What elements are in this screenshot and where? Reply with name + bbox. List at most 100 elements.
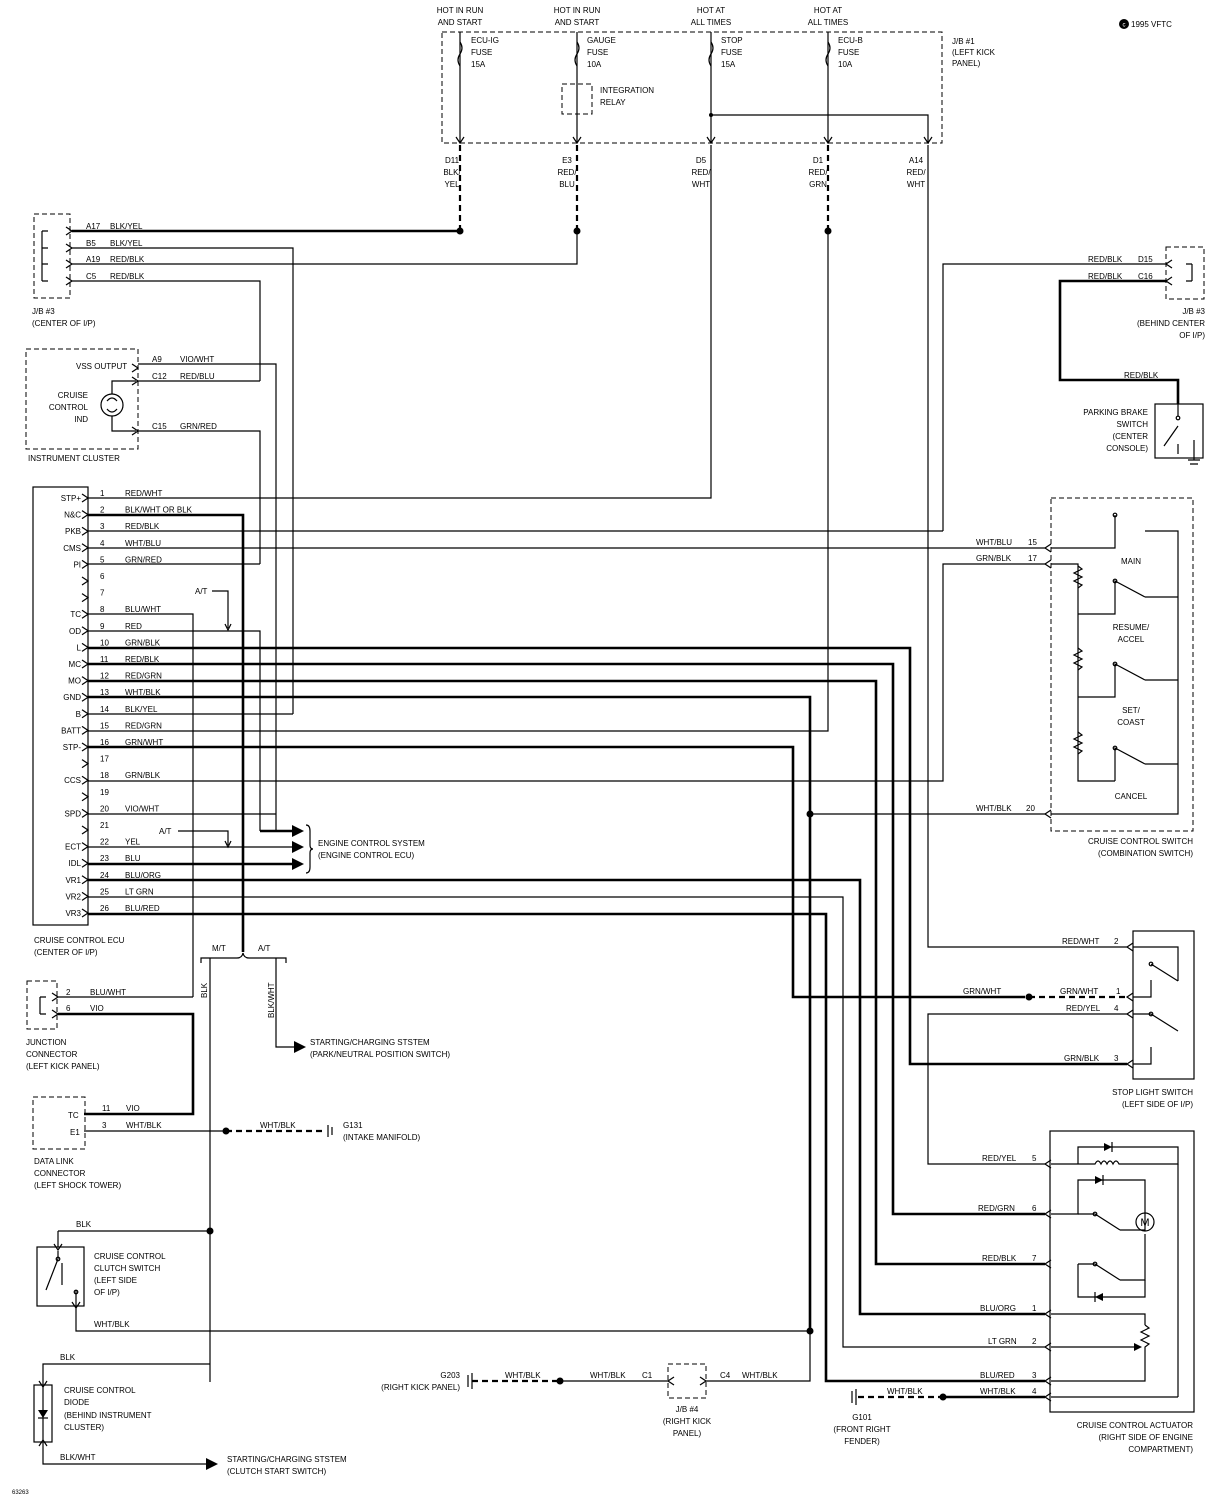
svg-text:AND START: AND START [555, 18, 600, 27]
svg-text:1995 VFTC: 1995 VFTC [1131, 20, 1172, 29]
svg-text:RED/GRN: RED/GRN [978, 1204, 1015, 1213]
ecu-terminal-name: N&C [64, 511, 81, 520]
ecu-wire-color: RED/BLK [125, 655, 160, 664]
svg-text:(PARK/NEUTRAL POSITION SWITCH): (PARK/NEUTRAL POSITION SWITCH) [310, 1050, 450, 1059]
svg-text:WHT/BLK: WHT/BLK [94, 1320, 130, 1329]
engine-control-system: ENGINE CONTROL SYSTEM (ENGINE CONTROL EC… [260, 824, 425, 874]
svg-text:BLK/YEL: BLK/YEL [110, 222, 143, 231]
svg-text:E3: E3 [562, 156, 572, 165]
svg-text:J/B #3: J/B #3 [1182, 307, 1205, 316]
svg-text:SET/: SET/ [1122, 706, 1141, 715]
svg-text:FENDER): FENDER) [844, 1437, 880, 1446]
g101-ground: WHT/BLK G101 (FRONT RIGHT FENDER) [833, 1387, 1045, 1446]
svg-text:STOP: STOP [721, 36, 743, 45]
fuse-ecu-b: HOT AT ALL TIMES ECU-B FUSE 10A [808, 6, 863, 145]
ecu-wire-color: RED [125, 622, 142, 631]
svg-text:VIO/WHT: VIO/WHT [180, 355, 214, 364]
ecu-terminal-pin: 9 [100, 622, 105, 631]
svg-text:6: 6 [1032, 1204, 1037, 1213]
ecu-wire-color: YEL [125, 838, 141, 847]
svg-text:BLK/WHT: BLK/WHT [267, 982, 276, 1018]
ecu-terminal-pin: 10 [100, 638, 109, 647]
svg-text:4: 4 [1032, 1387, 1037, 1396]
svg-text:1: 1 [1116, 987, 1121, 996]
svg-text:CRUISE CONTROL ECU: CRUISE CONTROL ECU [34, 936, 125, 945]
svg-text:J/B #4: J/B #4 [676, 1405, 699, 1414]
g131-ground: WHT/BLK G131 (INTAKE MANIFOLD) [260, 1121, 421, 1142]
svg-text:6: 6 [66, 1004, 71, 1013]
ecu-terminal-row: 17 [81, 755, 109, 769]
svg-text:WHT/BLK: WHT/BLK [126, 1121, 162, 1130]
ecu-terminal-pin: 22 [100, 838, 109, 847]
svg-text:15A: 15A [471, 60, 486, 69]
svg-text:J/B #1: J/B #1 [952, 37, 975, 46]
ecu-terminal-row: 6 [81, 572, 105, 586]
svg-text:ECU-IG: ECU-IG [471, 36, 499, 45]
svg-text:FUSE: FUSE [587, 48, 608, 57]
svg-text:AND START: AND START [438, 18, 483, 27]
svg-text:2: 2 [1032, 1337, 1037, 1346]
ecu-terminal-pin: 8 [100, 605, 105, 614]
ecu-terminal-row: 21 [81, 821, 109, 835]
svg-text:A/T: A/T [159, 827, 172, 836]
svg-text:GRN/WHT: GRN/WHT [1060, 987, 1098, 996]
svg-text:RELAY: RELAY [600, 98, 626, 107]
svg-text:WHT/BLK: WHT/BLK [260, 1121, 296, 1130]
svg-text:GRN/WHT: GRN/WHT [963, 987, 1001, 996]
svg-text:(BEHIND CENTER: (BEHIND CENTER [1137, 319, 1205, 328]
svg-text:PANEL): PANEL) [952, 59, 981, 68]
ecu-wire-color: RED/GRN [125, 672, 162, 681]
jb1-box [441, 31, 943, 144]
svg-text:RED/BLK: RED/BLK [1088, 272, 1123, 281]
ecu-terminal-name: IDL [69, 859, 82, 868]
instrument-cluster: VSS OUTPUT CRUISE CONTROL IND INSTRUMENT… [25, 348, 217, 463]
svg-text:c: c [1123, 23, 1126, 29]
ecu-wire-color: WHT/BLK [125, 688, 161, 697]
ecu-terminal-row: OD 9 RED [69, 622, 142, 636]
svg-text:CONSOLE): CONSOLE) [1106, 444, 1148, 453]
svg-text:GRN: GRN [809, 180, 827, 189]
ecu-wire-color: LT GRN [125, 887, 154, 896]
svg-text:17: 17 [1028, 554, 1037, 563]
svg-text:1: 1 [1032, 1304, 1037, 1313]
svg-text:(LEFT SHOCK TOWER): (LEFT SHOCK TOWER) [34, 1181, 121, 1190]
svg-text:(CENTER OF I/P): (CENTER OF I/P) [34, 948, 98, 957]
svg-text:(FRONT RIGHT: (FRONT RIGHT [833, 1425, 890, 1434]
svg-text:RED/BLK: RED/BLK [1088, 255, 1123, 264]
g203-ground: G203 (RIGHT KICK PANEL) WHT/BLK WHT/BLK [381, 1371, 668, 1392]
ecu-terminal-pin: 2 [100, 506, 105, 515]
svg-text:C5: C5 [86, 272, 97, 281]
svg-text:G203: G203 [440, 1371, 460, 1380]
svg-text:(CLUTCH START SWITCH): (CLUTCH START SWITCH) [227, 1467, 326, 1476]
at-label-upper: A/T [195, 587, 232, 632]
ecu-terminal-pin: 16 [100, 738, 109, 747]
svg-text:DIODE: DIODE [64, 1398, 89, 1407]
jb1-label: J/B #1 (LEFT KICK PANEL) [952, 37, 996, 68]
ecu-terminal-name: VR3 [65, 909, 81, 918]
svg-text:YEL: YEL [444, 180, 460, 189]
ecu-terminal-name: GND [63, 693, 81, 702]
svg-text:BLU/WHT: BLU/WHT [90, 988, 126, 997]
svg-text:OF I/P): OF I/P) [1179, 331, 1205, 340]
svg-text:FUSE: FUSE [721, 48, 742, 57]
svg-text:ENGINE CONTROL SYSTEM: ENGINE CONTROL SYSTEM [318, 839, 425, 848]
ecu-terminal-pin: 4 [100, 539, 105, 548]
svg-text:WHT: WHT [692, 180, 710, 189]
svg-text:5: 5 [1032, 1154, 1037, 1163]
svg-text:2: 2 [1114, 937, 1119, 946]
svg-text:CRUISE: CRUISE [58, 391, 88, 400]
svg-text:(CENTER: (CENTER [1112, 432, 1148, 441]
svg-text:ALL TIMES: ALL TIMES [691, 18, 731, 27]
ecu-terminal-name: OD [69, 627, 81, 636]
svg-text:TC: TC [68, 1111, 79, 1120]
jb1-pin-labels: D11 BLK/ YEL E3 RED/ BLU D5 RED/ WHT D1 … [443, 156, 926, 189]
ecu-terminal-name: PI [73, 560, 81, 569]
svg-text:G131: G131 [343, 1121, 363, 1130]
stop-light-switch: RED/WHT 2 GRN/WHT 1 GRN/WHT RED/YEL 4 GR… [963, 930, 1195, 1109]
ecu-terminal-pin: 25 [100, 887, 109, 896]
